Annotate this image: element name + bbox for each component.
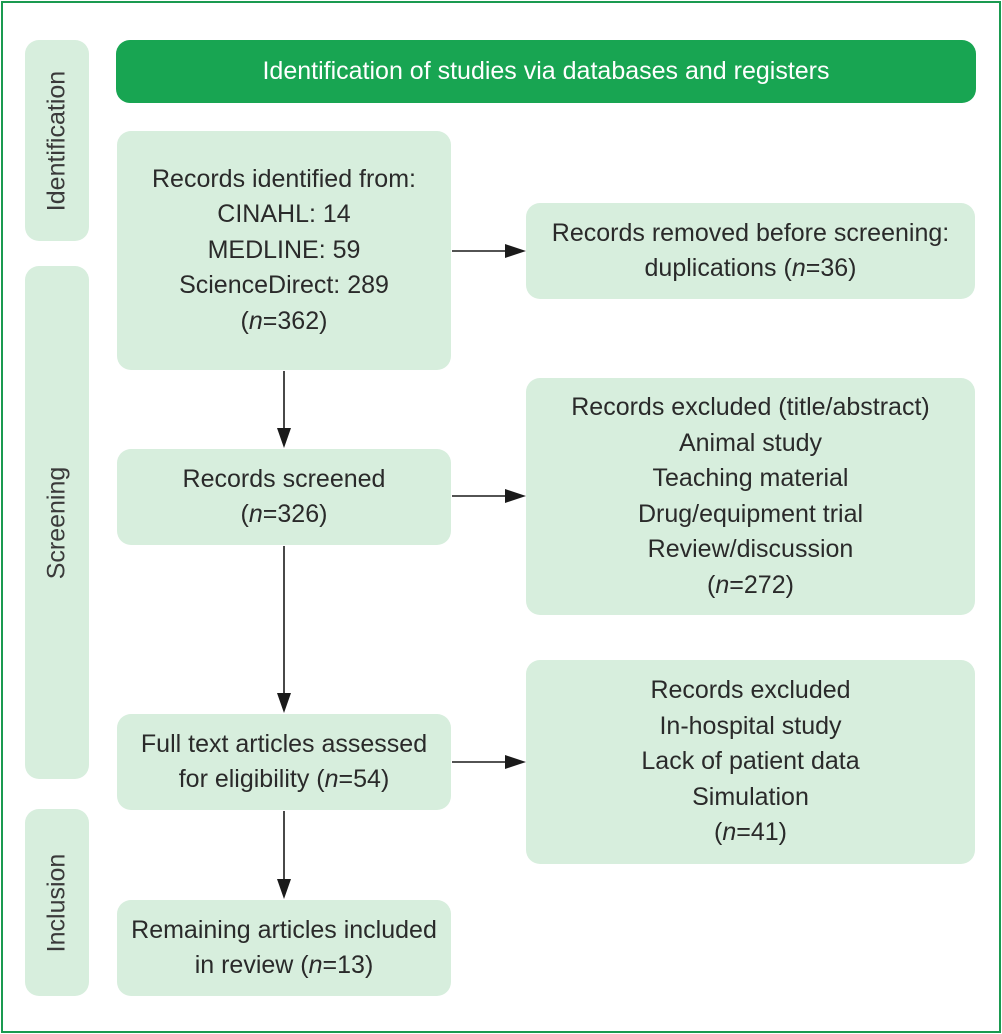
fulltext-assessed-line2: for eligibility (n=54)	[178, 765, 390, 793]
phase-inclusion: Inclusion	[25, 809, 89, 996]
records-identified-box: Records identified from: CINAHL: 14 MEDL…	[117, 131, 451, 370]
included-line1: Remaining articles included	[131, 915, 437, 944]
source-sciencedirect: ScienceDirect: 289	[179, 271, 389, 300]
source-cinahl: CINAHL: 14	[217, 200, 351, 229]
exclusion-reason: Lack of patient data	[641, 747, 860, 776]
records-removed-title: Records removed before screening:	[551, 218, 950, 247]
fulltext-assessed-line1: Full text articles assessed	[140, 729, 428, 758]
exclusion-reason: Review/discussion	[647, 535, 854, 563]
phase-screening: Screening	[25, 266, 89, 779]
records-excluded-fulltext-title: Records excluded	[650, 676, 851, 705]
records-identified-title: Records identified from:	[151, 164, 416, 193]
exclusion-reason: Drug/equipment trial	[637, 499, 864, 528]
exclusion-reason: Animal study	[678, 428, 823, 457]
records-excluded-abstract-count: (n=272)	[707, 570, 794, 599]
records-screened-title: Records screened	[182, 464, 386, 493]
records-identified-count: (n=362)	[240, 306, 328, 335]
exclusion-reason: In-hospital study	[659, 711, 842, 740]
records-excluded-fulltext-box: Records excluded In-hospital study Lack …	[526, 660, 975, 864]
records-removed-count: duplications (n=36)	[644, 254, 857, 282]
records-screened-count: (n=326)	[240, 500, 328, 528]
included-line2: in review (n=13)	[194, 951, 374, 979]
records-removed-box: Records removed before screening: duplic…	[526, 203, 975, 299]
fulltext-assessed-box: Full text articles assessed for eligibil…	[117, 714, 451, 810]
source-medline: MEDLINE: 59	[207, 235, 361, 264]
records-screened-box: Records screened (n=326)	[117, 449, 451, 545]
identification-banner: Identification of studies via databases …	[116, 40, 976, 103]
records-excluded-abstract-title: Records excluded (title/abstract)	[571, 393, 930, 421]
records-excluded-abstract-box: Records excluded (title/abstract) Animal…	[526, 378, 975, 615]
exclusion-reason: Teaching material	[652, 464, 849, 492]
exclusion-reason: Simulation	[692, 782, 809, 811]
records-excluded-fulltext-count: (n=41)	[714, 818, 787, 847]
included-box: Remaining articles included in review (n…	[117, 900, 451, 996]
phase-identification: Identification	[25, 40, 89, 241]
